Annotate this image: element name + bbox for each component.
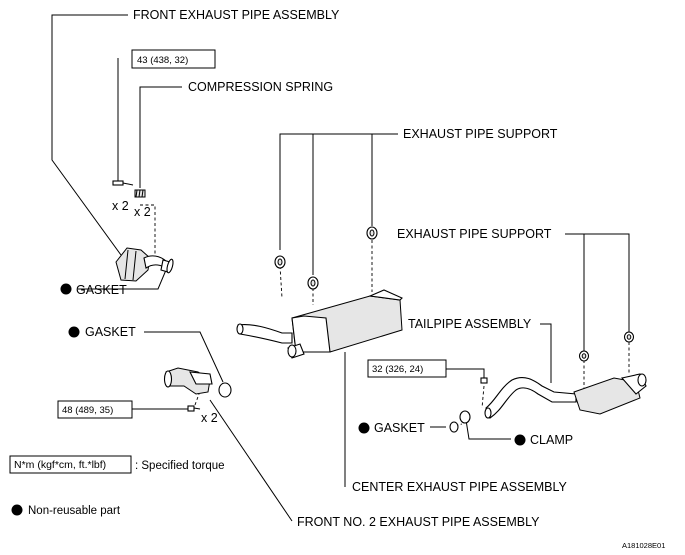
figure-code: A181028E01 xyxy=(622,541,665,550)
label-compression-spring: COMPRESSION SPRING xyxy=(188,80,333,94)
nonreusable-marker-clamp xyxy=(514,434,526,446)
label-front-exhaust-pipe-assembly: FRONT EXHAUST PIPE ASSEMBLY xyxy=(133,8,340,22)
nonreusable-marker-gasket-2 xyxy=(68,326,80,338)
compression-spring-part xyxy=(134,189,146,198)
label-clamp: CLAMP xyxy=(530,433,573,447)
center-exhaust-pipe-part xyxy=(236,289,403,359)
torque-legend-box xyxy=(9,455,132,474)
legend-nonreusable: Non-reusable part xyxy=(28,505,121,517)
nonreusable-marker-legend xyxy=(11,504,23,516)
torque-box-32 xyxy=(367,359,447,378)
tailpipe-part xyxy=(484,373,647,419)
torque-legend-unit: N*m (kgf*cm, ft.*lbf) xyxy=(14,459,106,471)
leader-front-no2-pipe xyxy=(209,399,293,522)
gasket-center-part xyxy=(449,421,459,433)
gasket-front-part xyxy=(166,258,174,274)
nonreusable-marker-gasket-1 xyxy=(60,283,72,295)
multiplier-front-spring: x 2 xyxy=(134,205,151,219)
nonreusable-marker-gasket-3 xyxy=(358,422,370,434)
front-no2-pipe-part xyxy=(163,367,213,395)
leader-front-exhaust-pipe xyxy=(51,14,128,256)
leader-compression-spring xyxy=(139,86,182,188)
leader-tailpipe xyxy=(540,323,552,383)
label-gasket-1: GASKET xyxy=(76,283,127,297)
support-part-1 xyxy=(274,255,286,269)
support-part-2 xyxy=(307,276,319,290)
front-bolt-part xyxy=(112,180,134,186)
torque-32-value: 32 (326, 24) xyxy=(372,364,423,375)
leader-support-center xyxy=(279,133,398,250)
torque-legend-desc: : Specified torque xyxy=(135,460,225,472)
label-tailpipe-assembly: TAILPIPE ASSEMBLY xyxy=(408,317,532,331)
support-part-4 xyxy=(578,350,590,362)
torque-48-value: 48 (489, 35) xyxy=(62,405,113,416)
leader-gasket-no2 xyxy=(144,331,224,383)
leader-gasket-front xyxy=(78,269,167,290)
front-no2-bolt-part xyxy=(187,405,201,412)
label-exhaust-pipe-support-2: EXHAUST PIPE SUPPORT xyxy=(397,227,552,241)
support-part-3 xyxy=(366,226,378,240)
label-center-exhaust-pipe-assembly: CENTER EXHAUST PIPE ASSEMBLY xyxy=(352,480,568,494)
multiplier-front-no2-bolt: x 2 xyxy=(201,411,218,425)
torque-box-43 xyxy=(131,49,216,69)
leader-torque-32 xyxy=(446,368,485,381)
label-gasket-2: GASKET xyxy=(85,325,136,339)
tailpipe-bolt-part xyxy=(480,377,488,384)
torque-box-48 xyxy=(57,400,133,419)
gasket-no2-part xyxy=(218,382,232,398)
leader-support-tail xyxy=(565,233,630,332)
front-exhaust-pipe-part xyxy=(115,247,171,282)
leader-clamp xyxy=(465,419,511,440)
multiplier-front-bolt: x 2 xyxy=(112,199,129,213)
support-part-5 xyxy=(623,331,635,343)
clamp-part xyxy=(459,410,471,424)
label-gasket-3: GASKET xyxy=(374,421,425,435)
label-exhaust-pipe-support-1: EXHAUST PIPE SUPPORT xyxy=(403,127,558,141)
label-front-no2-exhaust-pipe-assembly: FRONT NO. 2 EXHAUST PIPE ASSEMBLY xyxy=(297,515,540,529)
torque-43-value: 43 (438, 32) xyxy=(137,55,188,66)
